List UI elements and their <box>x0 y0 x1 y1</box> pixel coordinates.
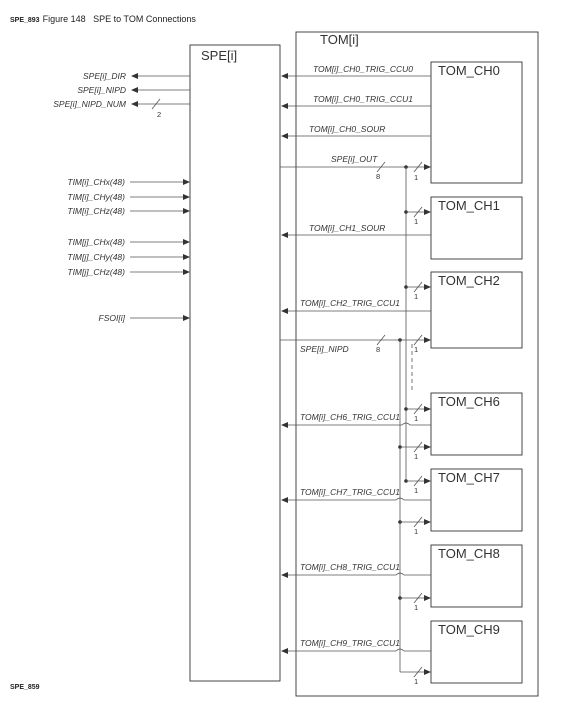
tom-ch6-box <box>430 392 523 456</box>
spe-block-label: SPE[i] <box>201 48 237 63</box>
spe-nipd-bus-label: SPE[i]_NIPD <box>300 344 349 354</box>
bit-slash-ch2 <box>413 281 423 293</box>
bit-slash-ch8-nipd <box>413 592 423 604</box>
bit-label-ch7-nipd: 1 <box>414 527 418 536</box>
figure-title: SPE to TOM Connections <box>93 14 196 24</box>
spe-nipd-label: SPE[i]_NIPD <box>77 85 126 95</box>
tom-ch6-label: TOM_CH6 <box>438 394 500 409</box>
bit-label-ch2: 1 <box>414 292 418 301</box>
bit-label-ch6-nipd: 1 <box>414 452 418 461</box>
tom-ch0-box <box>430 61 523 184</box>
ch0-trig-ccu0-label: TOM[i]_CH0_TRIG_CCU0 <box>313 64 413 74</box>
ch9-trig-label: TOM[i]_CH9_TRIG_CCU1 <box>300 638 400 648</box>
tim-i-chz-label: TIM[i]_CHz(48) <box>67 206 125 216</box>
bit-slash-ch1 <box>413 206 423 218</box>
spe-nipd-num-label: SPE[i]_NIPD_NUM <box>53 99 127 109</box>
tom-ch1-label: TOM_CH1 <box>438 198 500 213</box>
ch6-trig-label: TOM[i]_CH6_TRIG_CCU1 <box>300 412 400 422</box>
tom-ch7-box <box>430 468 523 532</box>
tom-ch2-box <box>430 271 523 349</box>
tom-block-label: TOM[i] <box>320 32 359 47</box>
bit-slash-ch7 <box>413 475 423 487</box>
ch7-trig-arrow <box>281 497 431 503</box>
bus-width-out: 8 <box>376 172 380 181</box>
bus-slash-2 <box>151 98 161 110</box>
figure-footer-tag: SPE_859 <box>10 684 40 691</box>
tom-ch0-label: TOM_CH0 <box>438 63 500 78</box>
ch0-trig-ccu1-label: TOM[i]_CH0_TRIG_CCU1 <box>313 94 413 104</box>
ch8-trig-label: TOM[i]_CH8_TRIG_CCU1 <box>300 562 400 572</box>
bit-label-ch9-nipd: 1 <box>414 677 418 686</box>
ch2-trig-label: TOM[i]_CH2_TRIG_CCU1 <box>300 298 400 308</box>
ch7-trig-label: TOM[i]_CH7_TRIG_CCU1 <box>300 487 400 497</box>
bus-width-nipd: 8 <box>376 345 380 354</box>
tom-ch1-box <box>430 196 523 260</box>
tom-ch7-label: TOM_CH7 <box>438 470 500 485</box>
tim-j-chx-label: TIM[j]_CHx(48) <box>67 237 125 247</box>
bit-slash-ch0 <box>413 161 423 173</box>
bit-label-ch6: 1 <box>414 414 418 423</box>
ch6-trig-arrow <box>281 422 431 428</box>
spe-dir-label: SPE[i]_DIR <box>83 71 126 81</box>
figure-tag: SPE_893 <box>10 17 40 24</box>
bit-slash-nipd <box>413 334 423 346</box>
spe-block <box>189 44 281 682</box>
tim-j-chz-label: TIM[j]_CHz(48) <box>67 267 125 277</box>
fsoi-label: FSOI[i] <box>99 313 126 323</box>
bus-slash-nipd <box>376 334 386 346</box>
bit-label-ch0: 1 <box>414 173 418 182</box>
bit-slash-ch9-nipd <box>413 666 423 678</box>
bit-slash-ch6 <box>413 403 423 415</box>
bit-label-ch1: 1 <box>414 217 418 226</box>
tom-ch9-box <box>430 620 523 684</box>
bit-slash-ch7-nipd <box>413 516 423 528</box>
tom-ch2-label: TOM_CH2 <box>438 273 500 288</box>
ch8-trig-arrow <box>281 572 431 578</box>
figure-number: Figure 148 <box>42 14 86 24</box>
tom-ch8-box <box>430 544 523 608</box>
tom-ch8-label: TOM_CH8 <box>438 546 500 561</box>
tim-i-chy-label: TIM[i]_CHy(48) <box>67 192 125 202</box>
tom-ch9-label: TOM_CH9 <box>438 622 500 637</box>
bit-label-nipd: 1 <box>414 345 418 354</box>
spe-out-label: SPE[i]_OUT <box>331 154 378 164</box>
bit-label-ch7: 1 <box>414 486 418 495</box>
ch0-sour-label: TOM[i]_CH0_SOUR <box>309 124 385 134</box>
bus-width-2: 2 <box>157 110 161 119</box>
tim-j-chy-label: TIM[j]_CHy(48) <box>67 252 125 262</box>
bus-slash-out <box>376 161 386 173</box>
tim-i-chx-label: TIM[i]_CHx(48) <box>67 177 125 187</box>
ch1-sour-label: TOM[i]_CH1_SOUR <box>309 223 385 233</box>
bit-slash-ch6-nipd <box>413 441 423 453</box>
bit-label-ch8-nipd: 1 <box>414 603 418 612</box>
ch9-trig-arrow <box>281 648 431 654</box>
